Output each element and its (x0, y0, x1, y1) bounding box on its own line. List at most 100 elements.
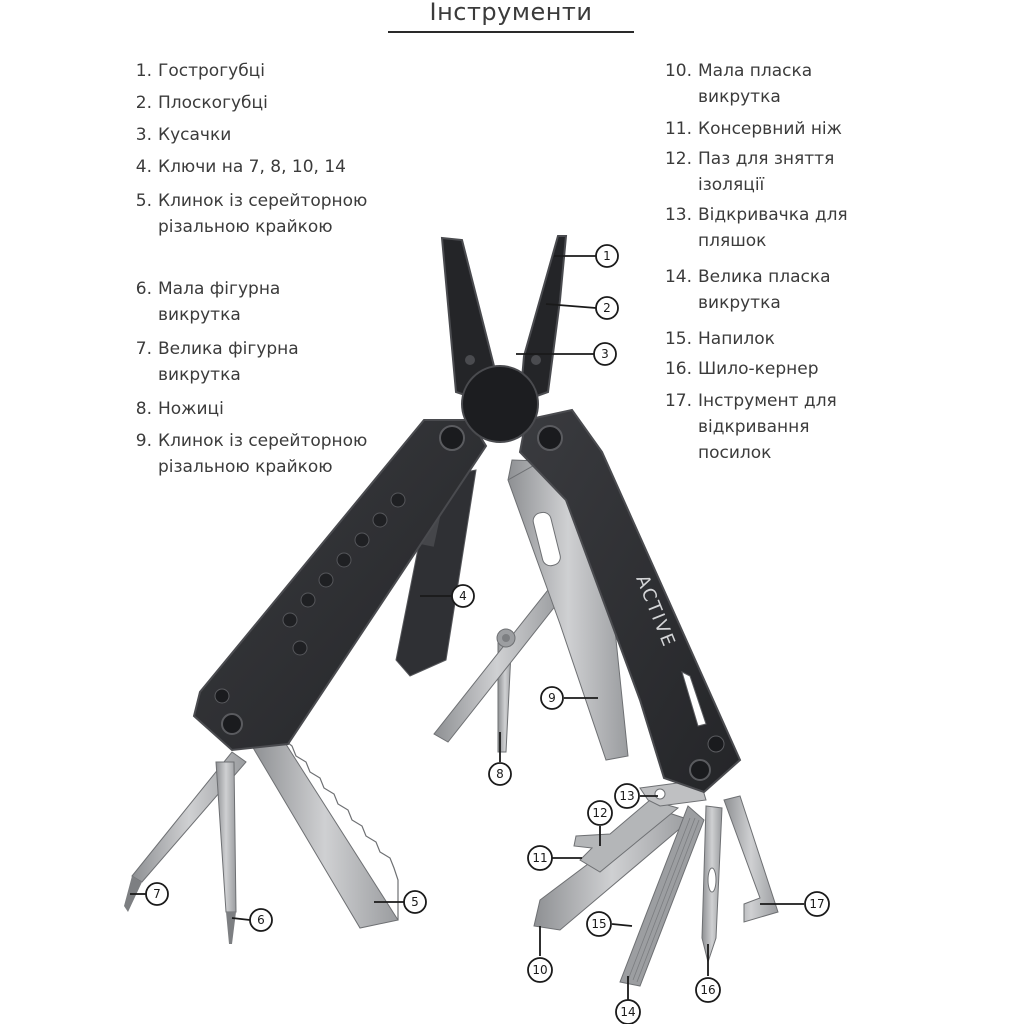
legend-right-item: 12. Паз для зняття ізоляції (660, 146, 870, 198)
callout-2: 2 (595, 296, 619, 320)
legend-number: 1. (135, 61, 152, 81)
legend-number: 6. (135, 279, 152, 299)
svg-text:13: 13 (619, 789, 634, 803)
svg-text:11: 11 (532, 851, 547, 865)
legend-text: Консервний ніж (698, 119, 842, 139)
legend-left-item: 7. Велика фігурна викрутка (128, 336, 368, 388)
legend-text: Відкривачка для пляшок (698, 205, 848, 251)
legend-number: 17. (664, 391, 692, 411)
right-handle: ACTIVE (518, 408, 742, 794)
callout-9: 9 (540, 686, 564, 710)
legend-right-item: 16. Шило-кернер (660, 356, 870, 382)
scissors (433, 589, 561, 753)
legend-number: 8. (135, 399, 152, 419)
callout-1: 1 (595, 244, 619, 268)
callout-4: 4 (451, 584, 475, 608)
svg-text:3: 3 (601, 347, 609, 361)
legend-right-item: 17. Інструмент для відкривання посилок (660, 388, 870, 466)
legend-number: 2. (135, 93, 152, 113)
svg-text:6: 6 (257, 913, 265, 927)
callout-12: 12 (587, 800, 613, 826)
awl-punch (701, 805, 723, 964)
serrated-blade-bottom (251, 737, 399, 929)
callout-14: 14 (615, 999, 641, 1024)
legend-left-item: 3. Кусачки (128, 122, 368, 148)
legend-number: 9. (135, 431, 152, 451)
legend-text: Кусачки (158, 125, 232, 145)
legend-right-item: 14. Велика пласка викрутка (660, 264, 870, 316)
legend-number: 3. (135, 125, 152, 145)
legend-text: Велика фігурна викрутка (158, 339, 299, 385)
legend-left-item: 1. Гострогубці (128, 58, 368, 84)
callout-6: 6 (249, 908, 273, 932)
callout-17: 17 (804, 891, 830, 917)
legend-text: Клинок із серейторною різальною крайкою (158, 431, 368, 477)
legend-number: 11. (664, 119, 692, 139)
left-handle (192, 419, 488, 752)
svg-text:16: 16 (700, 983, 715, 997)
title-underline (388, 31, 634, 33)
legend-number: 4. (135, 157, 152, 177)
legend-text: Напилок (698, 329, 775, 349)
legend-text: Ножиці (158, 399, 224, 419)
callout-3: 3 (593, 342, 617, 366)
legend-number: 10. (664, 61, 692, 81)
legend-text: Шило-кернер (698, 359, 819, 379)
legend-left-item: 6. Мала фігурна викрутка (128, 276, 368, 328)
legend-right-item: 11. Консервний ніж (660, 116, 870, 142)
callout-11: 11 (527, 845, 553, 871)
pliers-head (440, 235, 568, 443)
legend-text: Плоскогубці (158, 93, 268, 113)
svg-text:17: 17 (809, 897, 824, 911)
svg-text:2: 2 (603, 301, 611, 315)
callout-10: 10 (527, 957, 553, 983)
svg-text:7: 7 (153, 887, 161, 901)
legend-text: Велика пласка викрутка (698, 267, 831, 313)
callout-8: 8 (488, 762, 512, 786)
legend-text: Інструмент для відкривання посилок (698, 391, 837, 463)
legend-text: Мала фігурна викрутка (158, 279, 281, 325)
legend-number: 15. (664, 329, 692, 349)
legend-text: Мала пласка викрутка (698, 61, 813, 107)
callout-7: 7 (145, 882, 169, 906)
legend-left-item: 2. Плоскогубці (128, 90, 368, 116)
legend-right-item: 15. Напилок (660, 326, 870, 352)
legend-left-item: 5. Клинок із серейторною різальною крайко… (128, 188, 368, 240)
page-title: Інструменти (429, 0, 593, 26)
legend-text: Ключи на 7, 8, 10, 14 (158, 157, 346, 177)
svg-text:12: 12 (592, 806, 607, 820)
small-phillips-screwdriver (215, 761, 237, 944)
svg-text:5: 5 (411, 895, 419, 909)
legend-right-item: 10. Мала пласка викрутка (660, 58, 870, 110)
package-opener (723, 795, 779, 923)
legend-left-item: 4. Ключи на 7, 8, 10, 14 (128, 154, 368, 180)
callout-15: 15 (586, 911, 612, 937)
callout-16: 16 (695, 977, 721, 1003)
legend-left-item: 9. Клинок із серейторною різальною крайко… (128, 428, 368, 480)
svg-text:1: 1 (603, 249, 611, 263)
svg-text:9: 9 (548, 691, 556, 705)
legend-number: 13. (664, 205, 692, 225)
can-opener (573, 799, 680, 873)
callout-13: 13 (614, 783, 640, 809)
file-tool (619, 805, 705, 987)
legend-number: 12. (664, 149, 692, 169)
callout-lines (130, 255, 804, 1000)
legend-text: Гострогубці (158, 61, 265, 81)
legend-number: 7. (135, 339, 152, 359)
legend-number: 14. (664, 267, 692, 287)
svg-text:15: 15 (591, 917, 606, 931)
svg-text:10: 10 (532, 963, 547, 977)
legend-left-item: 8. Ножиці (128, 396, 368, 422)
callout-5: 5 (403, 890, 427, 914)
svg-text:8: 8 (496, 767, 504, 781)
legend-right-item: 13. Відкривачка для пляшок (660, 202, 870, 254)
legend-number: 16. (664, 359, 692, 379)
legend-text: Клинок із серейторною різальною крайкою (158, 191, 368, 237)
svg-text:4: 4 (459, 589, 467, 603)
callout-markers: 1 2 3 4 5 6 7 8 9 10 11 12 13 14 15 16 1… (145, 244, 830, 1024)
legend-number: 5. (135, 191, 152, 211)
svg-text:14: 14 (620, 1005, 635, 1019)
legend-text: Паз для зняття ізоляції (698, 149, 835, 195)
